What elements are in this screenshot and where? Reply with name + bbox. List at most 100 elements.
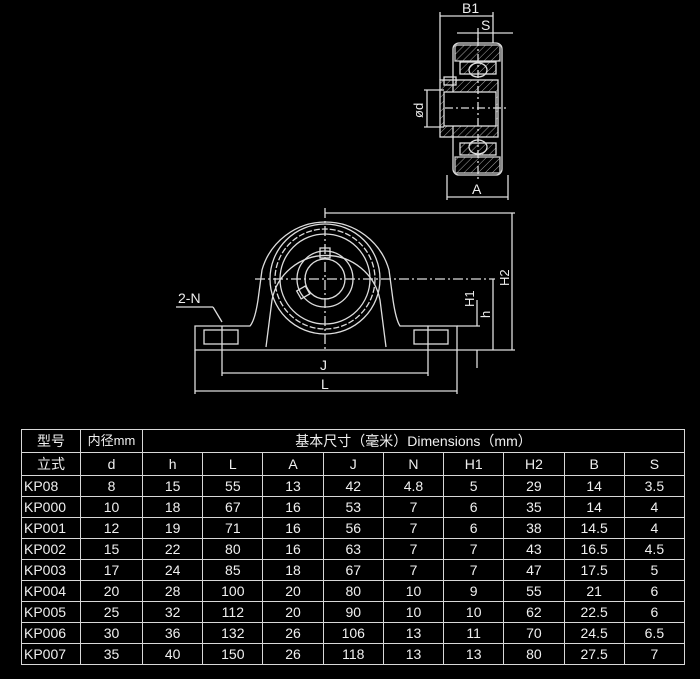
table-cell: 118 <box>322 643 384 665</box>
table-cell: L <box>202 452 264 476</box>
table-cell: J <box>322 452 384 476</box>
row-label: KP007 <box>21 643 81 665</box>
table-cell: 20 <box>262 580 324 602</box>
table-cell: 80 <box>503 643 565 665</box>
table-cell: 36 <box>141 622 204 644</box>
table-cell: 80 <box>322 580 384 602</box>
table-cell: 71 <box>202 517 264 539</box>
table-cell: 7 <box>382 496 445 518</box>
front-view: 2-N J L H1 h H2 <box>176 208 515 394</box>
table-cell: 14 <box>563 475 625 497</box>
table-cell: 112 <box>202 601 264 623</box>
table-cell: 14.5 <box>563 517 625 539</box>
label-S: S <box>481 17 490 33</box>
table-cell: 16 <box>262 496 324 518</box>
table-cell: 67 <box>202 496 264 518</box>
table-cell: 6 <box>443 496 505 518</box>
table-cell: 18 <box>262 559 324 581</box>
table-cell: 62 <box>503 601 565 623</box>
table-cell: 70 <box>503 622 565 644</box>
header-bore: 内径mm <box>80 429 143 453</box>
table-cell: d <box>80 452 143 476</box>
table-cell: 13 <box>262 475 324 497</box>
table-cell: 7 <box>382 517 445 539</box>
row-label: KP006 <box>21 622 81 644</box>
table-cell: 35 <box>80 643 143 665</box>
table-cell: 28 <box>141 580 204 602</box>
row-label: KP000 <box>21 496 81 518</box>
table-cell: 47 <box>503 559 565 581</box>
table-cell: 13 <box>382 643 445 665</box>
table-cell: 17 <box>80 559 143 581</box>
row-label: KP004 <box>21 580 81 602</box>
table-cell: 55 <box>503 580 565 602</box>
table-cell: 8 <box>80 475 143 497</box>
table-cell: 12 <box>80 517 143 539</box>
table-cell: 10 <box>382 601 445 623</box>
table-cell: 63 <box>322 538 384 560</box>
table-cell: 30 <box>80 622 143 644</box>
table-cell: 4.5 <box>623 538 686 560</box>
table-cell: 90 <box>322 601 384 623</box>
label-J: J <box>320 357 327 373</box>
table-cell: 55 <box>202 475 264 497</box>
label-B1: B1 <box>462 0 479 16</box>
table-cell: 100 <box>202 580 264 602</box>
table-cell: 85 <box>202 559 264 581</box>
table-cell: 19 <box>141 517 204 539</box>
table-cell: 35 <box>503 496 565 518</box>
label-h: h <box>478 311 493 318</box>
label-2-N: 2-N <box>178 290 201 306</box>
table-cell: 24.5 <box>563 622 625 644</box>
table-cell: 6 <box>623 580 686 602</box>
table-cell: 53 <box>322 496 384 518</box>
table-cell: 7 <box>443 538 505 560</box>
label-L: L <box>321 376 329 392</box>
label-d: ød <box>411 103 426 118</box>
side-view: B1 S ød A <box>411 0 513 200</box>
label-H2: H2 <box>497 269 512 286</box>
table-cell: A <box>262 452 324 476</box>
row-label: 立式 <box>21 452 81 476</box>
table-cell: S <box>623 452 686 476</box>
technical-drawing: B1 S ød A 2-N J L H1 <box>176 0 515 394</box>
table-cell: 9 <box>443 580 505 602</box>
header-dimensions: 基本尺寸（毫米）Dimensions（mm） <box>142 429 685 453</box>
table-cell: 5 <box>443 475 505 497</box>
row-label: KP005 <box>21 601 81 623</box>
table-cell: 38 <box>503 517 565 539</box>
table-cell: 7 <box>443 559 505 581</box>
table-cell: 6 <box>623 601 686 623</box>
label-H1: H1 <box>462 290 477 307</box>
table-cell: 106 <box>322 622 384 644</box>
table-cell: 27.5 <box>563 643 625 665</box>
table-cell: 17.5 <box>563 559 625 581</box>
table-cell: 29 <box>503 475 565 497</box>
table-cell: 4.8 <box>382 475 445 497</box>
table-cell: 16 <box>262 538 324 560</box>
table-cell: 67 <box>322 559 384 581</box>
table-cell: 26 <box>262 643 324 665</box>
table-cell: H1 <box>443 452 505 476</box>
table-cell: 5 <box>623 559 686 581</box>
table-cell: 15 <box>141 475 204 497</box>
table-cell: N <box>382 452 445 476</box>
table-cell: 24 <box>141 559 204 581</box>
header-row-1: 型号 内径mm 基本尺寸（毫米）Dimensions（mm） <box>21 429 685 453</box>
table-cell: 7 <box>623 643 686 665</box>
table-cell: H2 <box>503 452 565 476</box>
table-cell: 10 <box>443 601 505 623</box>
table-cell: 13 <box>443 643 505 665</box>
table-cell: 21 <box>563 580 625 602</box>
table-cell: 7 <box>382 559 445 581</box>
table-cell: 40 <box>141 643 204 665</box>
table-cell: 6 <box>443 517 505 539</box>
row-label: KP002 <box>21 538 81 560</box>
